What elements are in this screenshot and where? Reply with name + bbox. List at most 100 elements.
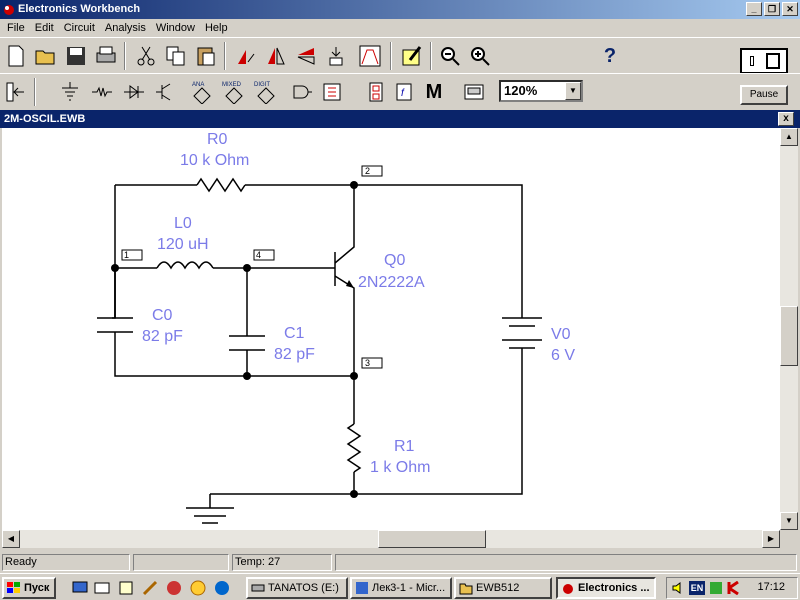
power-switch[interactable] — [740, 48, 788, 74]
menu-circuit[interactable]: Circuit — [63, 22, 95, 34]
system-tray: EN 17:12 — [666, 577, 798, 599]
sources-bin-icon[interactable] — [56, 78, 84, 106]
antivirus-icon[interactable] — [727, 581, 741, 595]
paste-clipboard-icon[interactable] — [192, 42, 220, 70]
node-3-label: 3 — [365, 358, 370, 368]
circuit-canvas[interactable]: 2 1 4 3 R0 10 k Ohm L0 120 uH Q0 2N2222A… — [2, 128, 780, 530]
menu-file[interactable]: File — [7, 22, 25, 34]
task-ewb512[interactable]: EWB512 — [454, 577, 552, 599]
media-icon[interactable] — [166, 580, 182, 596]
zoom-in-icon[interactable] — [466, 42, 494, 70]
zoom-level-select[interactable]: 120% ▼ — [499, 80, 583, 102]
diodes-bin-icon[interactable] — [120, 78, 148, 106]
chevron-down-icon[interactable]: ▼ — [565, 82, 581, 100]
cut-scissors-icon[interactable] — [132, 42, 160, 70]
show-desktop-icon[interactable] — [72, 580, 88, 596]
scroll-left-icon[interactable]: ◀ — [2, 530, 20, 548]
new-file-icon[interactable] — [2, 42, 30, 70]
rotate-icon[interactable] — [232, 42, 260, 70]
q0-value: 2N2222A — [358, 274, 425, 291]
task-tanatos[interactable]: TANATOS (E:) — [246, 577, 348, 599]
task-word-doc[interactable]: Лек3-1 - Micr... — [350, 577, 452, 599]
description-pencil-icon[interactable] — [398, 42, 426, 70]
task-label: Electronics ... — [578, 582, 650, 594]
analog-ic-bin-icon[interactable]: ANA — [188, 78, 216, 106]
document-close-button[interactable]: x — [778, 112, 794, 126]
flip-horizontal-icon[interactable] — [262, 42, 290, 70]
parts-bin-toolbar: ANA MIXED DIGIT f M — [0, 73, 800, 109]
volume-icon[interactable] — [671, 581, 685, 595]
status-temp: Temp: 27 — [232, 554, 332, 571]
close-button[interactable]: ✕ — [782, 2, 798, 16]
document-title-bar[interactable]: 2M-OSCIL.EWB x — [0, 110, 800, 128]
status-extra — [335, 554, 797, 571]
word-icon — [356, 582, 368, 594]
app-icon — [4, 5, 14, 15]
notes-icon[interactable] — [118, 580, 134, 596]
digital-ic-bin-icon[interactable]: DIGIT — [252, 78, 280, 106]
menu-bar: File Edit Circuit Analysis Window Help — [0, 19, 800, 37]
bin-label-digital: DIGIT — [254, 82, 270, 88]
document-title: 2M-OSCIL.EWB — [4, 113, 86, 125]
main-toolbar: 120% ▼ ? — [0, 37, 800, 102]
tool-icon[interactable] — [142, 580, 158, 596]
browser-icon[interactable] — [190, 580, 206, 596]
zoom-out-icon[interactable] — [436, 42, 464, 70]
scroll-down-icon[interactable]: ▼ — [780, 512, 798, 530]
basic-bin-icon[interactable] — [88, 78, 116, 106]
language-indicator[interactable]: EN — [689, 581, 705, 595]
flip-vertical-icon[interactable] — [292, 42, 320, 70]
minimize-button[interactable]: _ — [746, 2, 762, 16]
copy-icon[interactable] — [162, 42, 190, 70]
windows-taskbar: Пуск TANATOS (E:) Лек3-1 - Micr... EWB51… — [0, 573, 800, 600]
component-properties-icon[interactable] — [322, 42, 350, 70]
v0-name: V0 — [551, 326, 571, 343]
digital-bin-icon[interactable] — [318, 78, 346, 106]
help-button[interactable]: ? — [596, 42, 624, 70]
clock: 17:12 — [757, 581, 785, 593]
app-title-bar[interactable]: Electronics Workbench _ ❐ ✕ — [0, 0, 800, 19]
c1-value: 82 pF — [274, 346, 315, 363]
print-icon[interactable] — [92, 42, 120, 70]
horizontal-scroll-thumb[interactable] — [378, 530, 486, 548]
messenger-icon[interactable] — [214, 580, 230, 596]
status-state: Ready — [2, 554, 130, 571]
scroll-right-icon[interactable]: ▶ — [762, 530, 780, 548]
favorites-bin-icon[interactable] — [2, 78, 30, 106]
vertical-scrollbar[interactable]: ▲ ▼ — [780, 128, 798, 530]
start-button[interactable]: Пуск — [2, 577, 56, 599]
c1-name: C1 — [284, 325, 305, 342]
miscellaneous-bin-icon[interactable]: M — [420, 78, 448, 106]
folder-icon — [459, 583, 473, 595]
pause-button[interactable]: Pause — [740, 85, 788, 105]
open-folder-icon[interactable] — [32, 42, 60, 70]
r1-value: 1 k Ohm — [370, 459, 430, 476]
create-subcircuit-icon[interactable] — [356, 42, 384, 70]
vertical-scroll-thumb[interactable] — [780, 306, 798, 366]
r0-value: 10 k Ohm — [180, 152, 249, 169]
instruments-bin-icon[interactable] — [460, 78, 488, 106]
task-label: EWB512 — [476, 582, 520, 594]
mixed-ic-bin-icon[interactable]: MIXED — [220, 78, 248, 106]
network-icon[interactable] — [709, 581, 723, 595]
l0-name: L0 — [174, 215, 192, 232]
start-label: Пуск — [24, 582, 50, 594]
horizontal-scrollbar[interactable]: ◀ ▶ — [2, 530, 780, 548]
zoom-value: 120% — [504, 83, 538, 98]
svg-text:f: f — [401, 88, 405, 99]
save-disk-icon[interactable] — [62, 42, 90, 70]
transistors-bin-icon[interactable] — [150, 78, 178, 106]
mail-icon[interactable] — [94, 580, 110, 596]
restore-button[interactable]: ❐ — [764, 2, 780, 16]
menu-analysis[interactable]: Analysis — [104, 22, 146, 34]
logic-gates-bin-icon[interactable] — [288, 78, 316, 106]
bin-label-analog: ANA — [192, 82, 204, 88]
indicators-bin-icon[interactable] — [362, 78, 390, 106]
menu-window[interactable]: Window — [155, 22, 195, 34]
scroll-up-icon[interactable]: ▲ — [780, 128, 798, 146]
menu-edit[interactable]: Edit — [34, 22, 54, 34]
controls-bin-icon[interactable]: f — [390, 78, 418, 106]
menu-help[interactable]: Help — [204, 22, 228, 34]
q0-name: Q0 — [384, 252, 405, 269]
task-electronics-workbench[interactable]: Electronics ... — [556, 577, 656, 599]
